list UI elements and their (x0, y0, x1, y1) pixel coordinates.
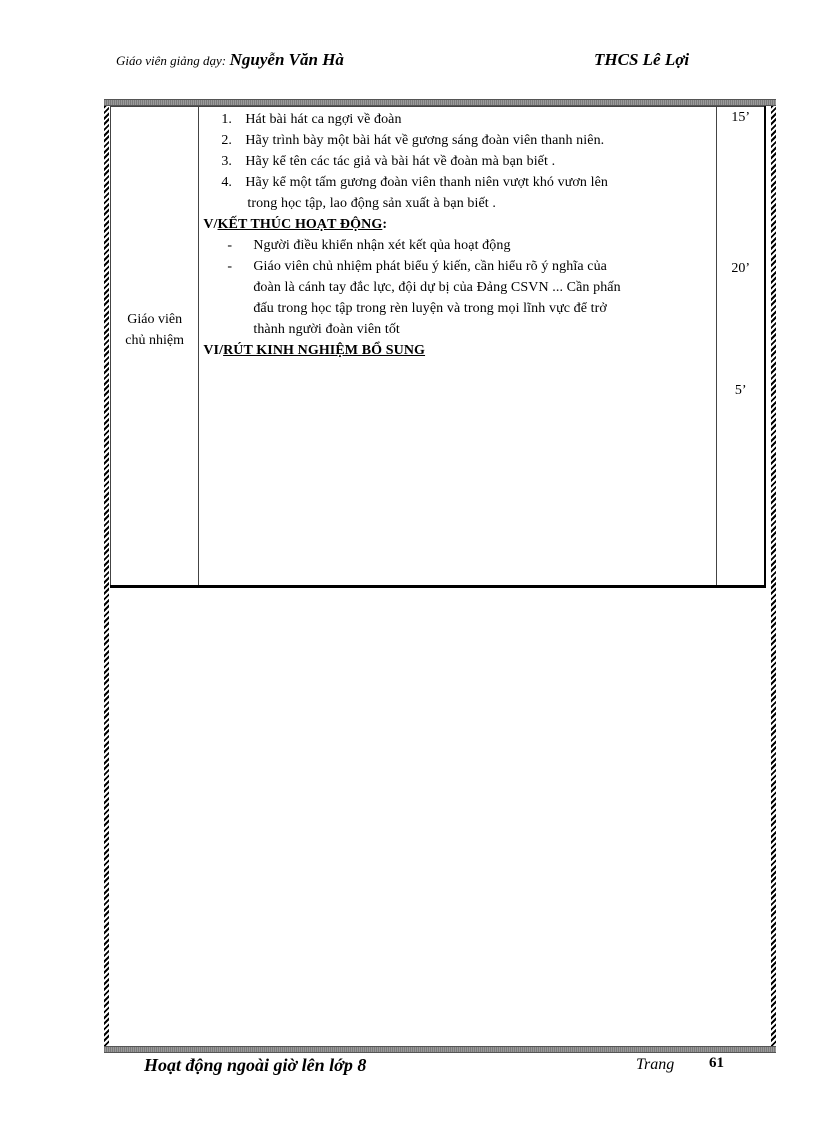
page-number: 61 (709, 1055, 724, 1071)
list-item-continuation: trong học tập, lao động sản xuất à bạn b… (247, 196, 496, 211)
school-name: THCS Lê Lợi (594, 50, 690, 69)
bullet-item: - Giáo viên chủ nhiệm phát biểu ý kiến, … (227, 259, 607, 274)
list-item: 1. Hát bài hát ca ngợi về đoàn (221, 112, 402, 127)
time-value: 20’ (731, 261, 750, 276)
section-heading-vi: VI/RÚT KINH NGHIỆM BỔ SUNG (203, 343, 426, 358)
list-item: 3. Hãy kể tên các tác giả và bài hát về … (221, 154, 556, 169)
page-border-top (104, 99, 776, 106)
table-row: Giáo viên chủ nhiệm 1. Hát bài hát ca ng… (109, 106, 766, 587)
role-line: Giáo viên (127, 312, 183, 327)
page-label: Trang (636, 1056, 675, 1073)
page-border-left (104, 106, 109, 1046)
page-border-right (771, 106, 776, 1046)
list-item: 2. Hãy trình bày một bài hát về gương sá… (221, 133, 605, 148)
section-heading-v: V/KẾT THÚC HOẠT ĐỘNG: (203, 217, 388, 232)
teacher-header: Giáo viên giảng dạy: Nguyễn Văn Hà (116, 50, 344, 70)
time-value: 15’ (731, 110, 750, 125)
bullet-continuation: thành người đoàn viên tốt (253, 322, 400, 337)
footer-title: Hoạt động ngoài giờ lên lớp 8 (144, 1055, 367, 1075)
time-cell: 15’ 20’ 5’ (716, 106, 766, 587)
teacher-label: Giáo viên giảng dạy: (116, 53, 227, 68)
lesson-table: Giáo viên chủ nhiệm 1. Hát bài hát ca ng… (109, 106, 766, 588)
list-item: 4. Hãy kể một tấm gương đoàn viên thanh … (221, 175, 609, 190)
page-border-bottom (104, 1046, 776, 1053)
teacher-name: Nguyễn Văn Hà (229, 50, 344, 69)
content-cell: 1. Hát bài hát ca ngợi về đoàn 2. Hãy tr… (198, 106, 718, 587)
bullet-continuation: đoàn là cánh tay đắc lực, đội dự bị của … (253, 280, 621, 295)
bullet-item: - Người điều khiển nhận xét kết qủa hoạt… (227, 238, 511, 253)
time-value: 5’ (734, 383, 747, 398)
role-cell: Giáo viên chủ nhiệm (109, 106, 200, 587)
bullet-continuation: đấu trong học tập trong rèn luyện và tro… (253, 301, 607, 316)
role-line: chủ nhiệm (125, 333, 185, 348)
